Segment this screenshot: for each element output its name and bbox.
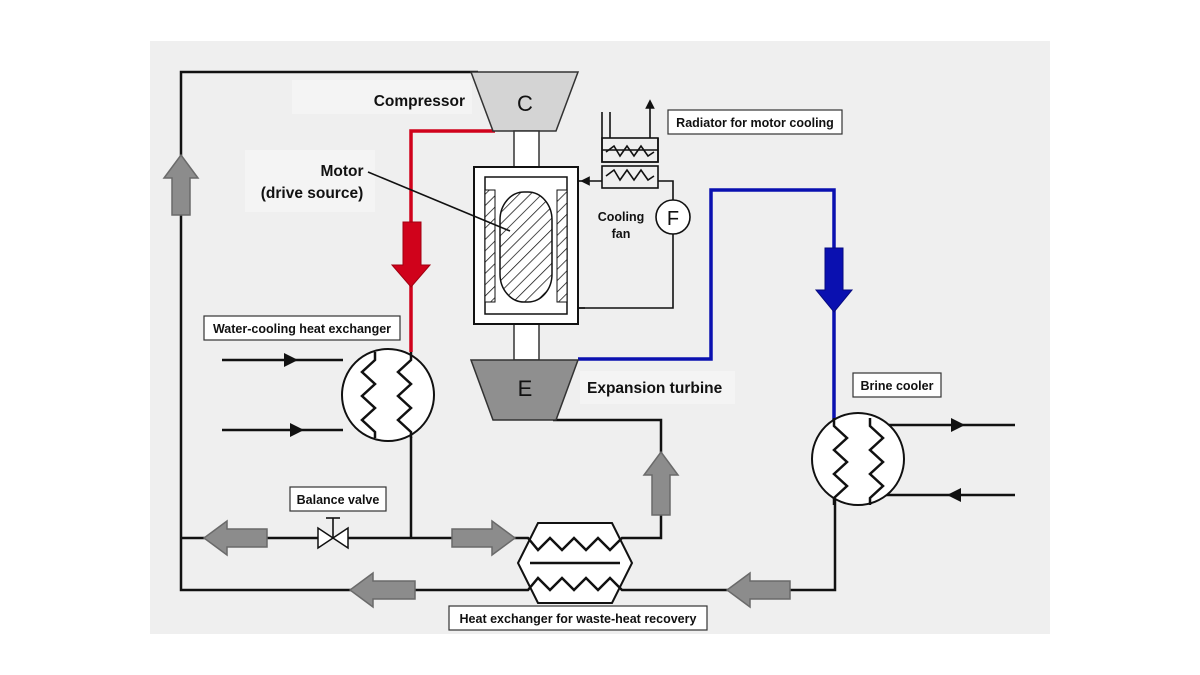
gray-flow-arrows — [162, 153, 791, 609]
left-arrow-brine-return — [725, 571, 791, 609]
compressor-body — [469, 71, 580, 132]
brine-cooler-label-box — [852, 372, 942, 398]
water-cooling-heat-exchanger — [222, 348, 435, 442]
waste-heat-label: Heat exchanger for waste-heat recovery — [460, 612, 697, 626]
up-arrow-right — [642, 450, 680, 516]
brine-cooler-label: Brine cooler — [861, 379, 934, 393]
balance-valve-label-box — [289, 486, 387, 512]
left-arrow-balance — [202, 519, 268, 557]
radiator-label-box — [667, 109, 843, 135]
left-arrow-bottom — [348, 571, 416, 609]
brine-cooler — [811, 412, 1015, 506]
coolant-supply-line — [578, 233, 674, 309]
red-flow-arrow — [390, 221, 432, 288]
fan-symbol: F — [667, 208, 679, 230]
up-arrow-left — [162, 153, 200, 216]
waste-heat-label-box — [448, 605, 708, 631]
motor-label-bg — [245, 150, 375, 212]
motor-label-line2: (drive source) — [261, 185, 364, 202]
waste-heat-recovery-heat-exchanger — [445, 522, 635, 604]
radiator-label: Radiator for motor cooling — [676, 116, 834, 130]
motor-leader-line — [367, 171, 511, 232]
compressor-symbol: C — [517, 91, 533, 116]
cooling-fan — [655, 199, 691, 235]
radiator — [601, 99, 659, 189]
motor — [473, 166, 585, 325]
water-cooling-label-box — [203, 315, 401, 341]
blue-flow-arrow — [814, 247, 854, 313]
cooling-fan-label-line1: Cooling — [598, 210, 645, 224]
cooling-fan-label-line2: fan — [612, 227, 631, 241]
turbine-label: Expansion turbine — [587, 380, 723, 397]
balance-valve — [317, 517, 349, 550]
turbine-label-bg — [580, 371, 735, 404]
motor-rotor — [499, 191, 553, 303]
motor-label-line1: Motor — [320, 163, 363, 180]
coolant-loop-line — [658, 180, 674, 201]
turbine-symbol: E — [518, 376, 533, 401]
compressor-label-bg — [292, 80, 472, 114]
right-arrow-middle — [451, 519, 517, 557]
balance-valve-label: Balance valve — [297, 493, 380, 507]
turbine-body — [469, 359, 580, 421]
compressor-label: Compressor — [374, 93, 465, 110]
water-cooling-label: Water-cooling heat exchanger — [213, 322, 391, 336]
